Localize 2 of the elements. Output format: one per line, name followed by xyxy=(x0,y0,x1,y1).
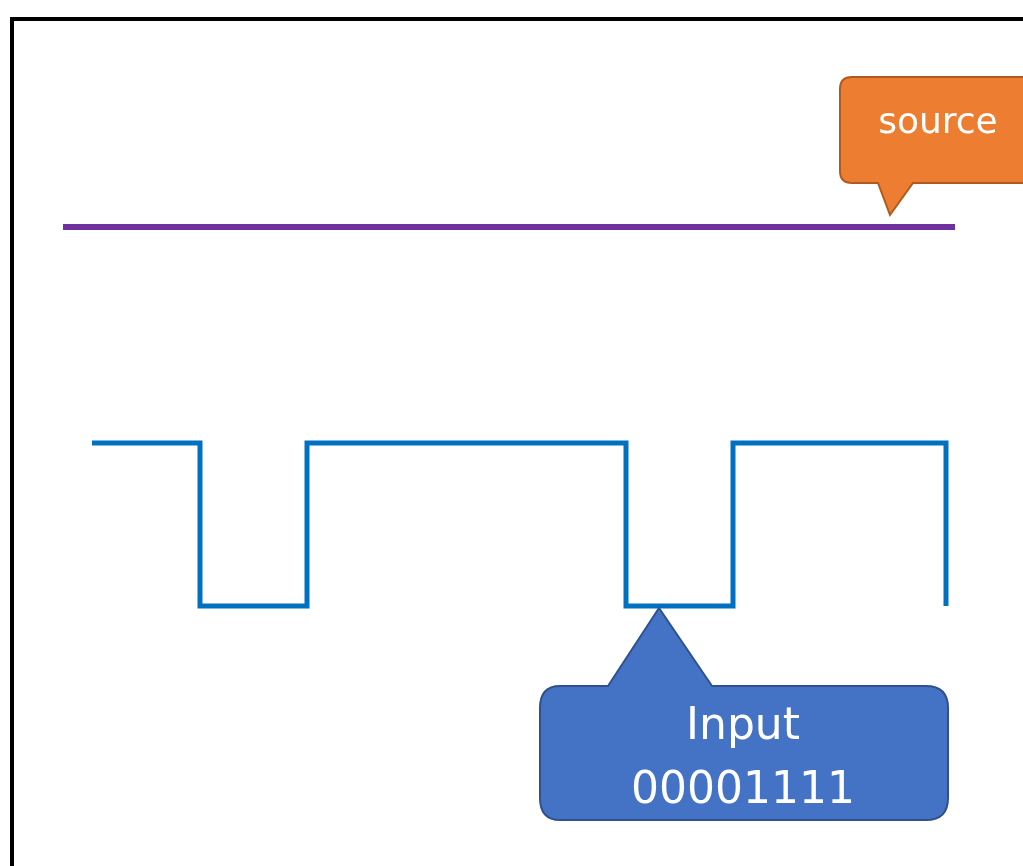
callout-text: Input 00001111 xyxy=(630,697,856,815)
callout-text: source xyxy=(877,99,999,143)
